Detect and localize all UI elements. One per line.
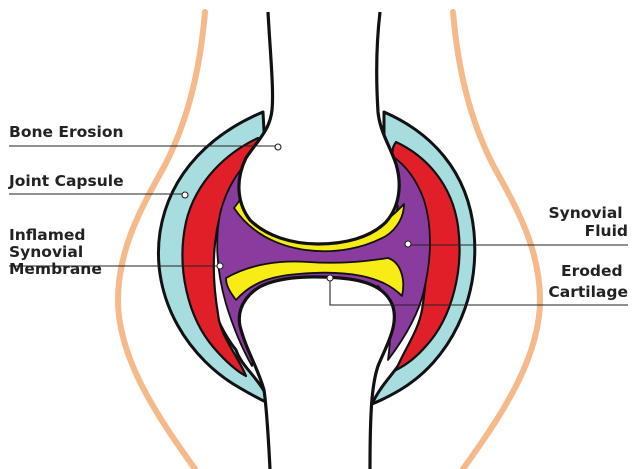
label-joint-capsule: Joint Capsule — [8, 172, 124, 190]
label-inflamed-synovial-membrane: Inflamed Synovial Membrane — [9, 226, 102, 278]
dot-inflamed-membrane — [217, 263, 223, 269]
label-line: Cartilage — [548, 283, 628, 301]
label-line: Inflamed — [9, 226, 86, 244]
dot-eroded-cartilage — [327, 275, 333, 281]
label-synovial-fluid: Synovial Fluid — [548, 204, 628, 240]
label-line: Synovial — [9, 243, 83, 261]
dot-synovial-fluid — [405, 241, 411, 247]
label-line: Eroded — [561, 262, 623, 280]
label-bone-erosion: Bone Erosion — [9, 123, 124, 141]
label-line: Fluid — [585, 222, 628, 240]
label-line: Synovial — [548, 204, 622, 222]
label-eroded-cartilage: Eroded Cartilage — [548, 262, 628, 301]
lower-bone — [239, 277, 394, 469]
dot-joint-capsule — [182, 192, 188, 198]
dot-bone-erosion — [275, 144, 281, 150]
label-line: Membrane — [9, 260, 102, 278]
